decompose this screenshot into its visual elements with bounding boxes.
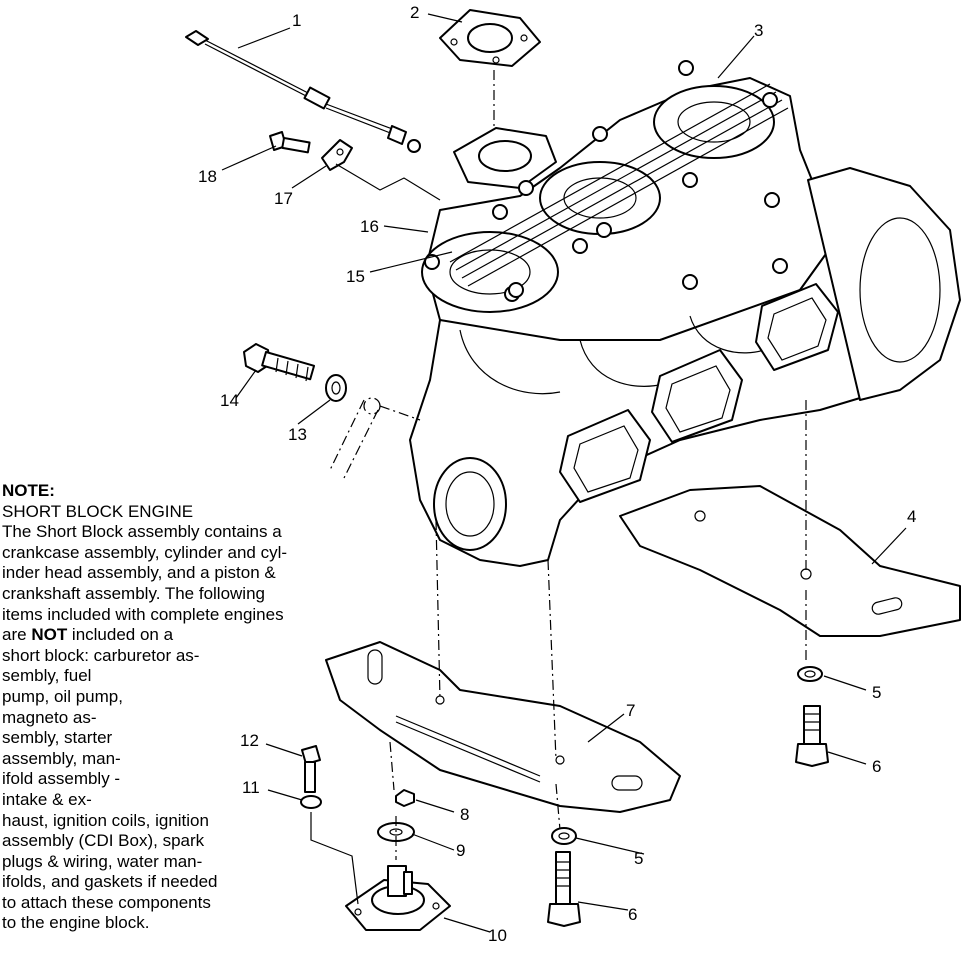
callout-6-left: 6 bbox=[628, 905, 637, 924]
callout-5-right: 5 bbox=[872, 683, 881, 702]
part-6-bolt-right bbox=[795, 705, 829, 767]
note-line: assembly, man- bbox=[2, 748, 121, 768]
part-7-mount-plate bbox=[325, 519, 681, 831]
callout-4: 4 bbox=[907, 507, 916, 526]
callout-11: 11 bbox=[242, 778, 260, 797]
note-line: magneto as- bbox=[2, 707, 97, 727]
note-line: are NOT included on a bbox=[2, 625, 342, 646]
part-10-engine-mount bbox=[345, 816, 451, 931]
note-line: The Short Block assembly contains a bbox=[2, 522, 282, 542]
note-heading: NOTE: bbox=[2, 481, 55, 500]
callout-18: 18 bbox=[198, 167, 217, 186]
note-line: crankshaft assembly. The following bbox=[2, 583, 265, 603]
strap-reference bbox=[329, 397, 421, 479]
note-line: short block: carburetor as- bbox=[2, 645, 200, 665]
note-line: ifolds, and gaskets if needed bbox=[2, 872, 218, 892]
callout-14: 14 bbox=[220, 391, 239, 410]
note-line: sembly, fuel bbox=[2, 666, 92, 686]
note-line: plugs & wiring, water man- bbox=[2, 851, 203, 871]
callout-13: 13 bbox=[288, 425, 307, 444]
callout-5-left: 5 bbox=[634, 849, 643, 868]
part-13-washer bbox=[325, 374, 347, 402]
callout-2: 2 bbox=[410, 3, 419, 22]
part-17-clip bbox=[321, 139, 441, 201]
callout-8: 8 bbox=[460, 805, 469, 824]
note-line: SHORT BLOCK ENGINE bbox=[2, 501, 194, 521]
callout-1: 1 bbox=[292, 11, 301, 30]
note-line: assembly (CDI Box), spark bbox=[2, 831, 205, 851]
note-text: are bbox=[2, 625, 27, 645]
crankcase-assembly bbox=[409, 167, 961, 567]
callout-16: 16 bbox=[360, 217, 379, 236]
leader-lines bbox=[221, 13, 907, 933]
cylinder-head-assembly bbox=[421, 60, 837, 341]
callout-17: 17 bbox=[274, 189, 293, 208]
note-line: pump, oil pump, bbox=[2, 686, 123, 706]
part-4-mount-plate bbox=[619, 400, 961, 664]
head-bolts bbox=[424, 60, 788, 302]
part-6-bolt-left bbox=[547, 851, 581, 927]
part-18-screw bbox=[269, 131, 311, 154]
note-emphasis: NOT bbox=[31, 625, 68, 645]
callout-12: 12 bbox=[240, 731, 259, 750]
note-line: sembly, starter bbox=[2, 728, 113, 748]
note-line: items included with complete engines bbox=[2, 604, 284, 624]
callout-7: 7 bbox=[626, 701, 635, 720]
part-5-washer-right bbox=[797, 666, 823, 682]
callout-9: 9 bbox=[456, 841, 465, 860]
note-line: to the engine block. bbox=[2, 913, 150, 933]
note-line: ifold assembly - bbox=[2, 769, 121, 789]
note-line: inder head assembly, and a piston & bbox=[2, 563, 276, 583]
callout-3: 3 bbox=[754, 21, 763, 40]
part-5-washer-left bbox=[551, 827, 577, 845]
note-line: crankcase assembly, cylinder and cyl- bbox=[2, 542, 288, 562]
part-1-cable bbox=[185, 30, 421, 153]
part-14-bolt bbox=[243, 343, 316, 382]
note-line: to attach these components bbox=[2, 892, 211, 912]
callout-6-right: 6 bbox=[872, 757, 881, 776]
note-line: intake & ex- bbox=[2, 789, 92, 809]
part-8-nut bbox=[395, 789, 415, 807]
callout-15: 15 bbox=[346, 267, 365, 286]
note-line: haust, ignition coils, ignition bbox=[2, 810, 209, 830]
callout-labels: 1 2 3 4 5 6 7 8 9 5 6 10 11 12 13 14 15 … bbox=[198, 3, 916, 945]
part-12-bolt bbox=[301, 745, 321, 793]
note-text: included on a bbox=[67, 625, 174, 645]
part-2-gasket bbox=[439, 9, 541, 128]
short-block-note: NOTE: SHORT BLOCK ENGINE The Short Block… bbox=[2, 481, 342, 934]
intake-ports bbox=[559, 283, 839, 503]
part-11-washer bbox=[300, 795, 359, 905]
callout-10: 10 bbox=[488, 926, 507, 945]
